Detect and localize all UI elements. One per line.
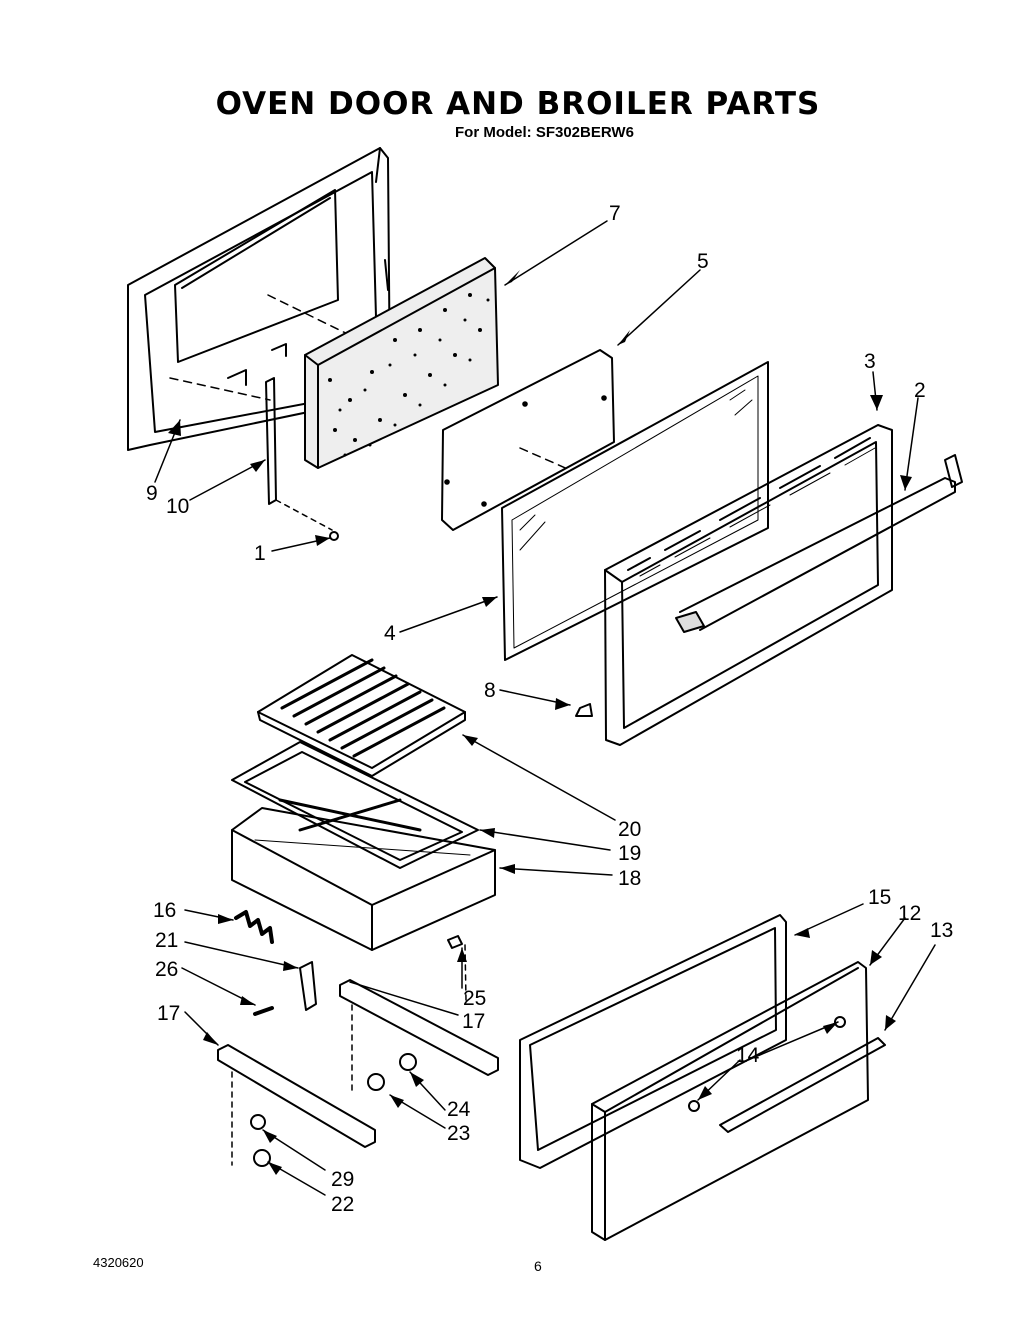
- callout-25: 25: [463, 987, 486, 1010]
- broiler-bracket: [299, 961, 317, 1011]
- callout-15: 15: [868, 886, 891, 909]
- callout-2: 2: [914, 379, 926, 402]
- insulation-texture: [328, 293, 490, 457]
- callout-21: 21: [155, 929, 178, 952]
- door-insulation: [304, 257, 499, 469]
- drawer-body: [519, 914, 787, 1169]
- page-number: 6: [534, 1258, 542, 1274]
- callout-7: 7: [609, 202, 621, 225]
- callout-17-right: 17: [462, 1010, 485, 1033]
- callout-29: 29: [331, 1168, 354, 1191]
- callout-18: 18: [618, 867, 641, 890]
- broiler-pan-insert: [231, 741, 479, 869]
- callout-5: 5: [697, 250, 709, 273]
- callout-12: 12: [898, 902, 921, 925]
- callout-23: 23: [447, 1122, 470, 1145]
- drawer-front: [591, 961, 869, 1241]
- broiler-spring: [234, 910, 274, 944]
- callout-3: 3: [864, 350, 876, 373]
- door-frame: [575, 424, 893, 746]
- model-subtitle: For Model: SF302BERW6: [455, 124, 634, 141]
- callout-17-left: 17: [157, 1002, 180, 1025]
- callout-22: 22: [331, 1193, 354, 1216]
- callout-8: 8: [484, 679, 496, 702]
- callout-4: 4: [384, 622, 396, 645]
- slide-rail-right: [339, 979, 499, 1091]
- arrowheads: [168, 270, 912, 1175]
- callout-16: 16: [153, 899, 176, 922]
- broiler-grid: [257, 654, 466, 777]
- hinge-strip: [265, 377, 339, 541]
- callout-13: 13: [930, 919, 953, 942]
- callout-1: 1: [254, 542, 266, 565]
- callout-14: 14: [736, 1044, 760, 1067]
- drawer-handle: [719, 1037, 886, 1133]
- diagram-title: OVEN DOOR AND BROILER PARTS: [215, 86, 821, 122]
- footer-part-code: 4320620: [93, 1255, 144, 1270]
- callout-24: 24: [447, 1098, 471, 1121]
- callout-19: 19: [618, 842, 641, 865]
- callout-9: 9: [146, 482, 158, 505]
- slide-rail-left: [217, 1044, 376, 1167]
- leader-lines: [154, 220, 936, 1196]
- door-panel: [441, 349, 615, 531]
- callout-20: 20: [618, 818, 641, 841]
- door-glass: [501, 361, 769, 661]
- callout-26: 26: [155, 958, 178, 981]
- broiler-pan: [231, 807, 496, 951]
- door-handle: [675, 454, 963, 633]
- bracket-screw: [253, 1006, 274, 1016]
- callout-10: 10: [166, 495, 189, 518]
